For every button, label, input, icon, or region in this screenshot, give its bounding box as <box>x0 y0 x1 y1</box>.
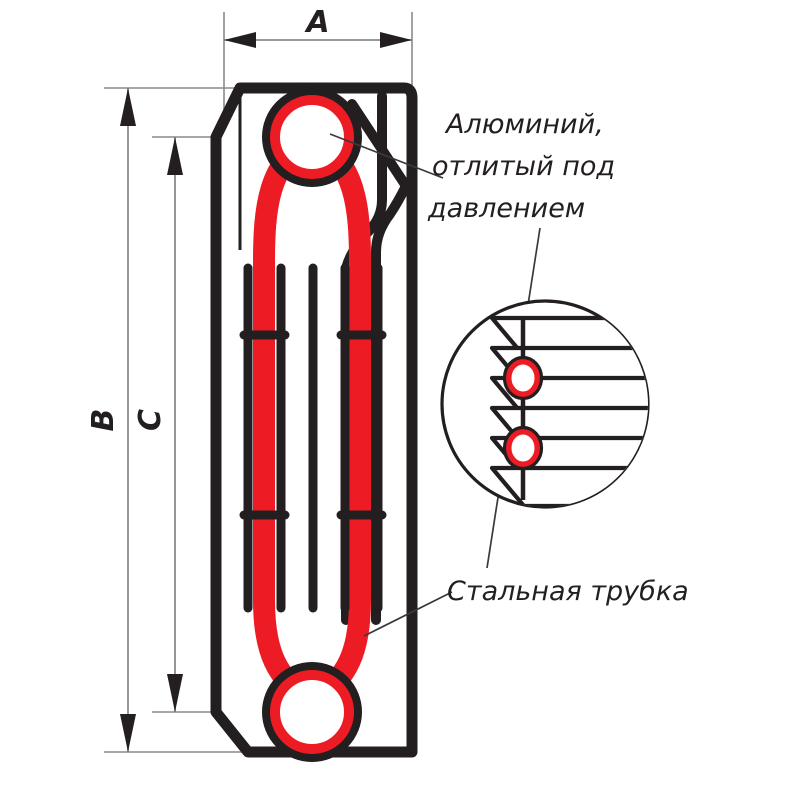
callout-aluminium-line-3: давлением <box>427 193 585 224</box>
arrowhead-a-left <box>224 32 256 48</box>
leader-line-aluminium <box>329 133 444 179</box>
arrowhead-c-top <box>167 137 183 175</box>
leader-line-steel-tube <box>363 591 453 637</box>
dimension-label-b: B <box>86 409 121 432</box>
detail-tube-section-upper-red <box>504 357 542 399</box>
dimension-group: A B C <box>86 5 413 753</box>
collector-top-red-ring <box>264 89 360 185</box>
detail-fin-stack <box>489 315 648 507</box>
arrowhead-c-bottom <box>167 674 183 712</box>
dimension-label-c: C <box>133 409 168 431</box>
collector-top-black-ring <box>262 87 362 187</box>
callout-steel-tube-line-1: Стальная трубка <box>447 576 689 607</box>
cooling-fins <box>239 263 387 613</box>
collector-ports <box>262 87 362 762</box>
detail-tube-section-lower-outline <box>502 425 544 471</box>
callout-steel-tube: Стальная трубка <box>447 576 689 607</box>
dimension-b: B <box>86 88 136 752</box>
dimension-c: C <box>133 137 183 712</box>
collector-bottom-red-ring <box>264 664 360 760</box>
detail-tube-section-upper-outline <box>502 355 544 401</box>
arrowhead-b-top <box>120 88 136 126</box>
detail-tube-section-lower-red <box>504 427 542 469</box>
arrowhead-a-right <box>380 32 412 48</box>
detail-fin-plate-6 <box>489 465 648 507</box>
body-top-chamfer-face <box>347 99 411 191</box>
callout-aluminium: Алюминий, отлитый под давлением <box>427 109 615 224</box>
callout-aluminium-line-2: отлитый под <box>432 151 615 182</box>
dimension-a: A <box>224 5 412 48</box>
collector-bottom-black-ring <box>262 662 362 762</box>
dimension-label-a: A <box>304 5 329 40</box>
callout-aluminium-line-1: Алюминий, <box>444 109 604 140</box>
arrowhead-b-bottom <box>120 714 136 752</box>
detail-fin-plates <box>489 315 648 507</box>
body-inner-rib <box>371 181 411 625</box>
fin-stack-detail <box>440 299 650 509</box>
